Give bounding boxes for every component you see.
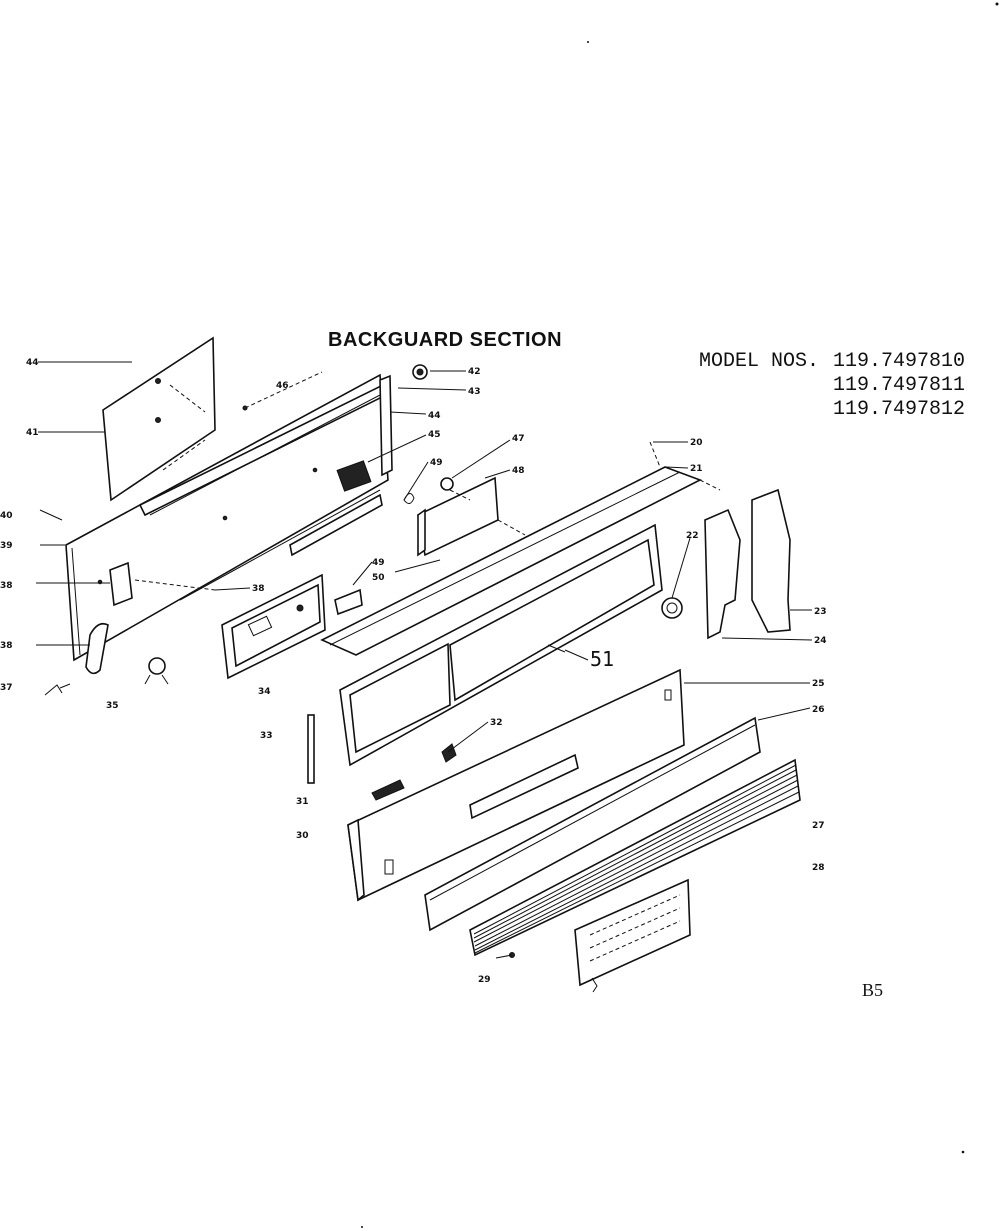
part-32-screw <box>441 743 457 763</box>
label-45: 45 <box>428 430 441 440</box>
label-40: 40 <box>0 511 13 521</box>
part-37-bracket <box>44 683 71 696</box>
part-48-switch-bracket <box>417 476 526 557</box>
part-21-top-trim <box>320 441 721 656</box>
part-22-knob <box>661 597 683 619</box>
model-number: 119.7497810 <box>832 350 965 373</box>
label-29: 29 <box>478 975 491 985</box>
part-34-control-panel <box>221 573 326 680</box>
part-24-end-cap <box>704 508 741 640</box>
label-32: 32 <box>490 718 503 728</box>
label-22: 22 <box>686 531 699 541</box>
label-26: 26 <box>812 705 825 715</box>
part-23-end-cap <box>751 488 791 633</box>
model-row: MODEL NOS. 119.7497810 <box>625 350 965 374</box>
part-35-switch <box>144 657 169 685</box>
label-23: 23 <box>814 607 827 617</box>
part-39-clip <box>109 561 216 607</box>
label-38: 38 <box>252 584 265 594</box>
label-30: 30 <box>296 831 309 841</box>
part-41-glass-panel <box>102 336 216 502</box>
label-27: 27 <box>812 821 825 831</box>
label-28: 28 <box>812 863 825 873</box>
part-number-labels: 44 41 46 42 43 44 45 47 49 48 40 39 38 3… <box>0 358 827 985</box>
part-27-vent-grille <box>469 758 801 957</box>
leader-lines <box>36 361 813 959</box>
scan-specks <box>361 2 999 1228</box>
label-42: 42 <box>468 367 481 377</box>
backguard-main-panel <box>65 373 389 662</box>
part-28-bracket-plate <box>574 878 691 993</box>
label-35: 35 <box>106 701 119 711</box>
label-38: 38 <box>0 581 13 591</box>
part-33-rod <box>307 714 315 784</box>
label-39: 39 <box>0 541 13 551</box>
part-46-trim-strip <box>242 371 323 411</box>
model-number: 119.7497811 <box>832 374 965 397</box>
label-38: 38 <box>0 641 13 651</box>
label-34: 34 <box>258 687 271 697</box>
label-50: 50 <box>372 573 385 583</box>
label-43: 43 <box>468 387 481 397</box>
part-31-trim-piece <box>371 779 405 801</box>
label-51: 51 <box>590 647 614 671</box>
section-title: BACKGUARD SECTION <box>328 329 563 351</box>
label-47: 47 <box>512 434 525 444</box>
model-number: 119.7497812 <box>832 398 965 421</box>
label-49: 49 <box>372 558 385 568</box>
part-26-lower-trim <box>424 716 761 932</box>
label-49: 49 <box>430 458 443 468</box>
part-42-knob <box>412 364 428 380</box>
label-44: 44 <box>428 411 441 421</box>
label-21: 21 <box>690 464 703 474</box>
label-46: 46 <box>276 381 289 391</box>
label-31: 31 <box>296 797 309 807</box>
label-25: 25 <box>812 679 825 689</box>
part-44-side-bracket <box>379 374 393 477</box>
part-38-handle <box>85 622 109 675</box>
label-41: 41 <box>26 428 39 438</box>
part-45-clock-block <box>336 460 372 492</box>
model-row: 119.7497812 <box>625 398 965 422</box>
label-24: 24 <box>814 636 827 646</box>
label-37: 37 <box>0 683 13 693</box>
part-51-window-frame <box>339 523 663 767</box>
page-code: B5 <box>862 980 884 1000</box>
label-48: 48 <box>512 466 525 476</box>
model-row: 119.7497811 <box>625 374 965 398</box>
label-33: 33 <box>260 731 273 741</box>
model-numbers: MODEL NOS. 119.7497810 119.7497811 119.7… <box>625 350 965 422</box>
label-20: 20 <box>690 438 703 448</box>
label-44: 44 <box>26 358 39 368</box>
model-label: MODEL NOS. <box>698 350 819 373</box>
